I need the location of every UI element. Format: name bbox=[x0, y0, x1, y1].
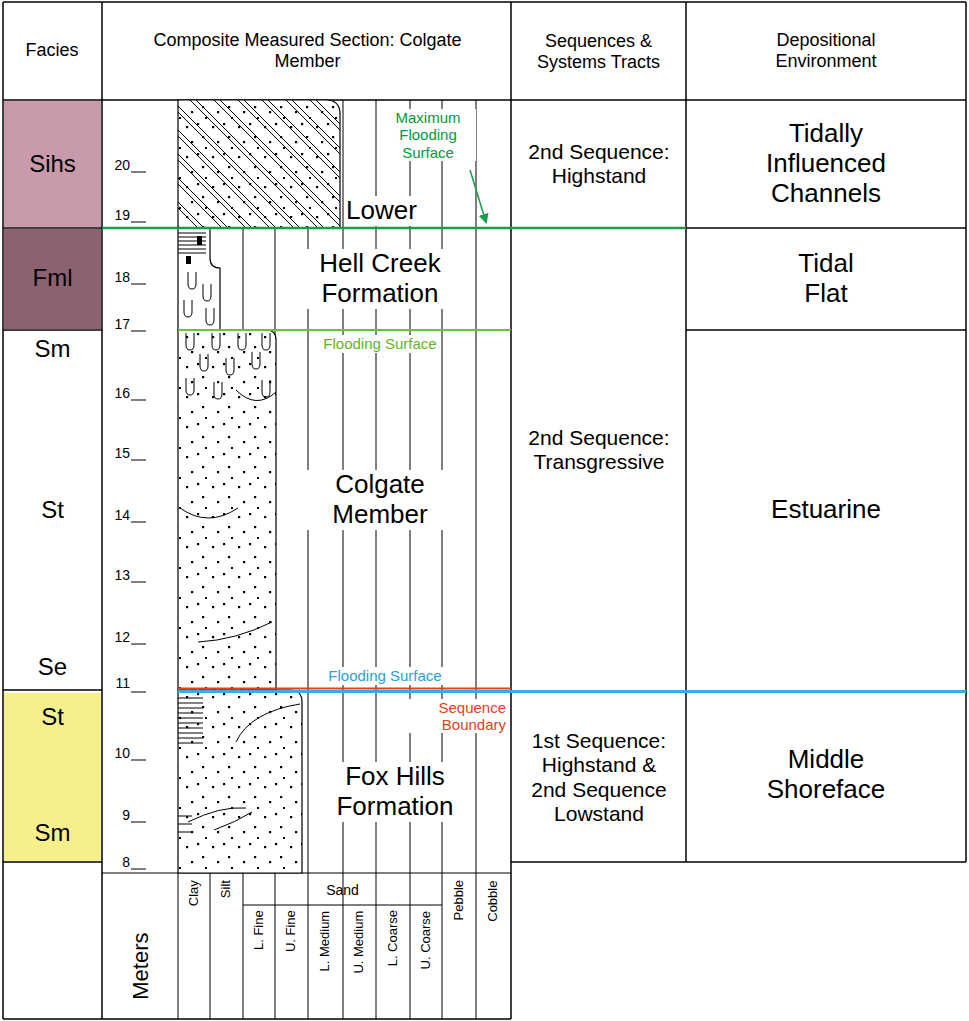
facies-band: Fml bbox=[4, 229, 101, 329]
environment-box: Tidally Influenced Channels bbox=[690, 104, 962, 224]
surface-label: Flooding Surface bbox=[326, 667, 443, 684]
meter-mark-box: 9 bbox=[104, 806, 130, 824]
surface-label-box: Flooding Surface bbox=[285, 333, 475, 355]
environment-box: Estuarine bbox=[690, 470, 962, 550]
meter-mark-box: 18 bbox=[104, 268, 130, 286]
meter-mark: 8 bbox=[122, 854, 130, 870]
meter-mark: 11 bbox=[115, 675, 130, 691]
grain-size: L. Coarse bbox=[386, 910, 400, 966]
facies-code: Se bbox=[4, 653, 101, 681]
environment: Tidal Flat bbox=[776, 249, 876, 309]
column-header: Sequences & Systems Tracts bbox=[529, 31, 669, 72]
surface-label: Sequence Boundary bbox=[394, 699, 508, 734]
grain-size: Clay bbox=[187, 880, 201, 906]
facies-code: Sm bbox=[4, 819, 101, 847]
meter-mark-box: 11 bbox=[104, 674, 130, 692]
meter-mark: 13 bbox=[114, 567, 130, 583]
column-header-box: Composite Measured Section: Colgate Memb… bbox=[110, 20, 505, 82]
meter-mark: 16 bbox=[114, 385, 130, 401]
meter-mark-box: 8 bbox=[104, 853, 130, 871]
grain-size: Silt bbox=[219, 880, 233, 898]
meter-mark: 17 bbox=[114, 316, 130, 332]
grain-size-box: Sand bbox=[243, 878, 442, 902]
environment: Middle Shoreface bbox=[726, 745, 926, 805]
formation-name-box: Fox Hills Formation bbox=[305, 752, 485, 832]
systems-tract-box: 1st Sequence: Highstand & 2nd Sequence L… bbox=[515, 700, 683, 855]
column-header-box: Depositional Environment bbox=[690, 15, 962, 87]
formation-name-box: Lower bbox=[344, 196, 434, 226]
meter-mark: 18 bbox=[114, 269, 130, 285]
surface-label-box: Maximum Flooding Surface bbox=[378, 102, 478, 168]
column-header-box: Sequences & Systems Tracts bbox=[515, 8, 682, 96]
facies-code: St bbox=[4, 496, 101, 524]
formation-name-box: Hell Creek Formation bbox=[285, 232, 475, 326]
meter-mark-box: 16 bbox=[104, 384, 130, 402]
column-header: Composite Measured Section: Colgate Memb… bbox=[153, 30, 463, 71]
grain-size: L. Medium bbox=[318, 910, 332, 971]
formation-name: Hell Creek Formation bbox=[298, 249, 462, 309]
formation-name: Colgate Member bbox=[303, 470, 457, 530]
meter-mark: 10 bbox=[114, 745, 130, 761]
facies-band: SmStSe bbox=[4, 331, 101, 689]
meter-mark-box: 19 bbox=[104, 206, 130, 224]
meter-mark-box: 20 bbox=[104, 156, 130, 174]
systems-tract: 2nd Sequence: Highstand bbox=[524, 140, 674, 188]
surface-label: Flooding Surface bbox=[321, 335, 438, 352]
surface-label-box: Flooding Surface bbox=[290, 665, 480, 687]
facies-code: Sihs bbox=[4, 150, 101, 178]
grain-size: Pebble bbox=[452, 880, 466, 920]
surface-label: Maximum Flooding Surface bbox=[380, 109, 476, 161]
meter-mark-box: 12 bbox=[104, 628, 130, 646]
formation-name: Fox Hills Formation bbox=[318, 762, 472, 822]
meter-mark: 15 bbox=[114, 445, 130, 461]
meter-mark: 9 bbox=[122, 807, 130, 823]
axis-title: Meters bbox=[128, 932, 152, 999]
grain-size: U. Fine bbox=[284, 910, 298, 952]
systems-tract: 1st Sequence: Highstand & 2nd Sequence L… bbox=[524, 729, 674, 826]
column-header: Depositional Environment bbox=[741, 30, 911, 71]
environment: Tidally Influenced Channels bbox=[731, 119, 921, 209]
meter-mark: 20 bbox=[114, 157, 130, 173]
formation-name: Lower bbox=[344, 196, 419, 226]
facies-code: Sm bbox=[4, 335, 101, 363]
meter-mark: 19 bbox=[114, 207, 130, 223]
grain-size: U. Medium bbox=[352, 910, 366, 973]
environment-box: Tidal Flat bbox=[690, 232, 962, 326]
surface-label-box: Sequence Boundary bbox=[320, 694, 508, 738]
facies-code: St bbox=[4, 703, 101, 731]
column-header: Facies bbox=[25, 40, 78, 61]
column-header-box: Facies bbox=[6, 30, 98, 70]
meter-mark: 12 bbox=[114, 629, 130, 645]
meter-mark-box: 15 bbox=[104, 444, 130, 462]
grain-size: U. Coarse bbox=[419, 910, 433, 969]
facies-band: Sihs bbox=[4, 101, 101, 227]
facies-band: StSm bbox=[4, 693, 101, 861]
meter-mark-box: 17 bbox=[104, 315, 130, 333]
meter-mark: 14 bbox=[114, 507, 130, 523]
systems-tract-box: 2nd Sequence: Transgressive bbox=[515, 400, 683, 500]
meter-mark-box: 10 bbox=[104, 744, 130, 762]
environment-box: Middle Shoreface bbox=[690, 720, 962, 830]
environment: Estuarine bbox=[771, 495, 881, 525]
meter-mark-box: 14 bbox=[104, 506, 130, 524]
meter-mark-box: 13 bbox=[104, 566, 130, 584]
systems-tract: 2nd Sequence: Transgressive bbox=[519, 426, 679, 474]
grain-size: L. Fine bbox=[252, 910, 266, 950]
facies-code: Fml bbox=[4, 264, 101, 292]
grain-size: Cobble bbox=[486, 880, 500, 921]
grain-size: Sand bbox=[326, 882, 359, 898]
formation-name-box: Colgate Member bbox=[285, 455, 475, 545]
systems-tract-box: 2nd Sequence: Highstand bbox=[515, 105, 683, 223]
